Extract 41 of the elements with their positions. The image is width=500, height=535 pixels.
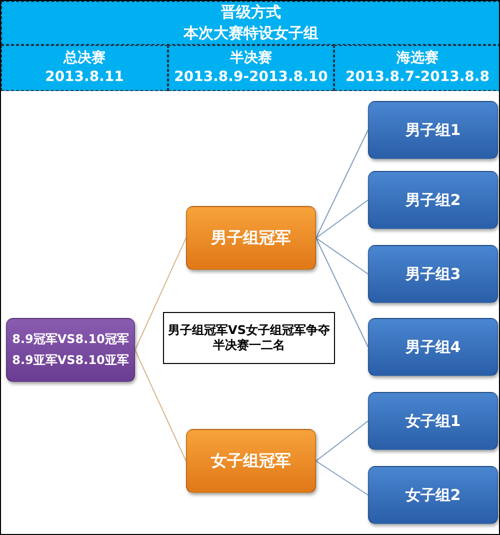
group-box <box>368 245 498 303</box>
semifinal-box <box>186 429 316 493</box>
node-text: 男子组2 <box>405 190 461 210</box>
node-text: 女子组1 <box>405 412 461 430</box>
connector-line <box>316 460 368 496</box>
connector-line <box>316 238 368 348</box>
group-box <box>368 101 498 159</box>
heading-text: 半决赛 <box>230 50 272 67</box>
group-box <box>368 318 498 376</box>
group-box <box>368 466 498 524</box>
header-cell <box>168 45 334 91</box>
group-box <box>368 171 498 229</box>
connector-line <box>316 130 368 238</box>
final-box <box>6 318 135 382</box>
node-text: 2013.8.9-2013.8.10 <box>174 69 328 86</box>
connector-line <box>316 238 368 274</box>
semifinal-box <box>186 206 316 270</box>
node-text: 女子组冠军 <box>211 451 291 471</box>
connector-line <box>316 200 368 238</box>
header-band <box>1 1 499 45</box>
node-text: 2013.8.7-2013.8.8 <box>346 69 490 86</box>
group-box <box>368 392 498 450</box>
header-cell <box>1 45 168 91</box>
note-box <box>163 312 335 364</box>
heading-text: 海选赛 <box>396 50 438 67</box>
node-text: 男子组3 <box>405 264 461 284</box>
node-text: 男子组4 <box>405 338 461 356</box>
heading-text: 总决赛 <box>64 50 106 67</box>
node-text: 男子组冠军VS女子组冠军争夺半决赛一二名 <box>168 323 330 353</box>
node-text: 男子组1 <box>405 120 461 140</box>
node-text: 女子组2 <box>405 486 461 504</box>
node-text: 2013.8.11 <box>45 69 124 86</box>
node-text: 8.9冠军VS8.10冠军 <box>12 332 129 347</box>
node-text: 男子组冠军 <box>211 228 291 248</box>
node-text: 8.9亚军VS8.10亚军 <box>12 353 129 368</box>
connector-line <box>134 350 186 462</box>
node-text: 本次大赛特设女子组 <box>184 24 318 43</box>
heading-text: 晋级方式 <box>221 3 281 22</box>
connector-line <box>316 420 368 462</box>
header-cell <box>334 45 499 91</box>
connector-line <box>134 238 186 350</box>
